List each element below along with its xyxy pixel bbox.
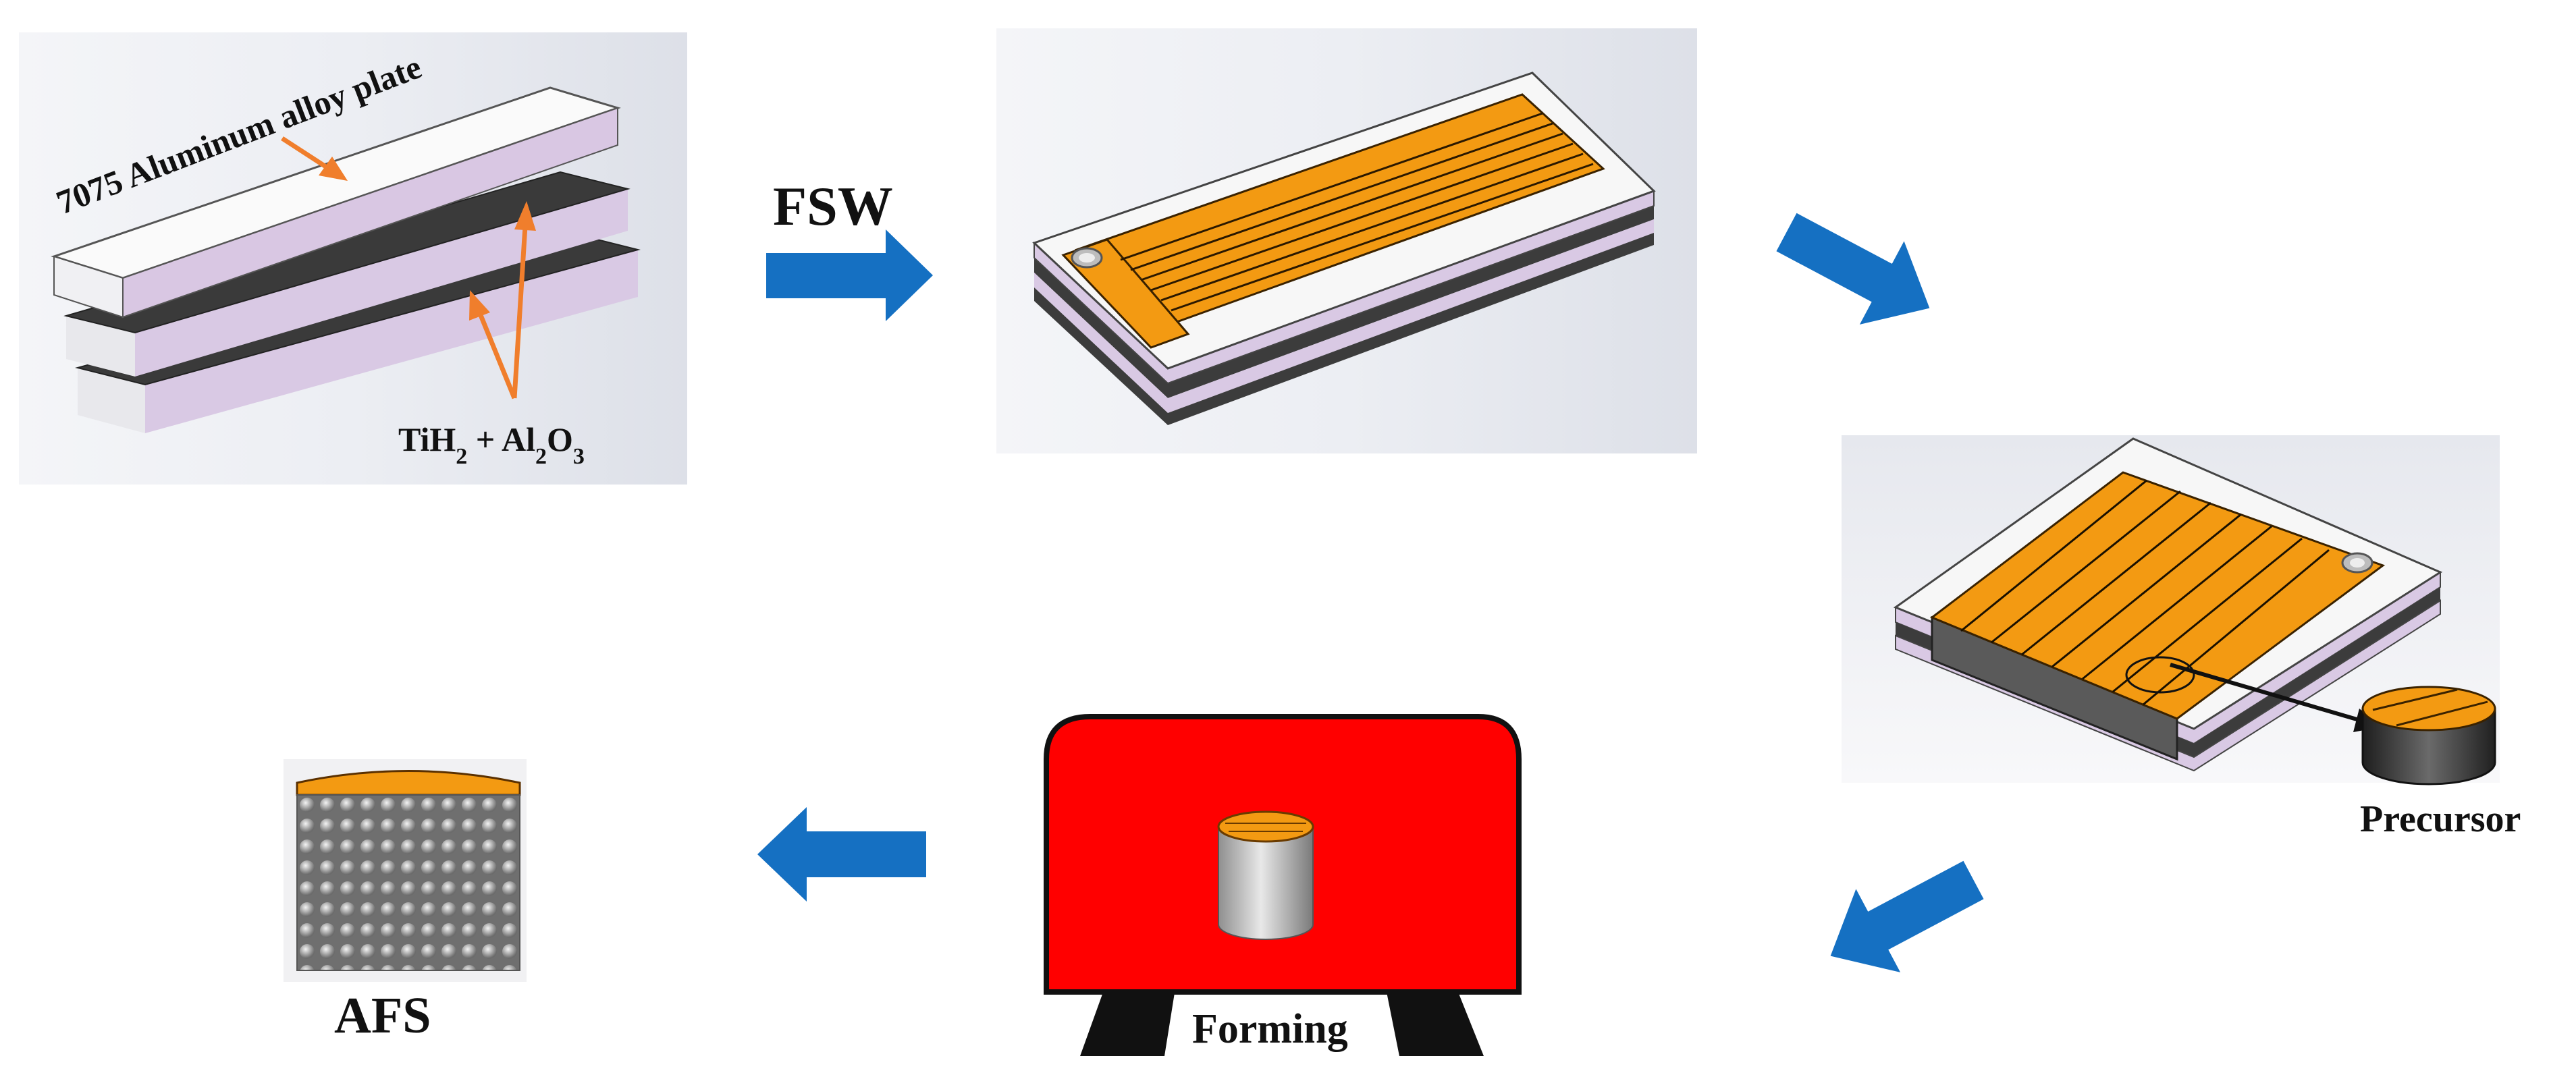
- flow-arrow-down-right: [1776, 213, 1930, 325]
- forming-label: Forming: [1192, 1006, 1348, 1052]
- sample-cylinder: [1217, 810, 1314, 940]
- afs-label: AFS: [334, 987, 431, 1044]
- plate-annotation-arrow: [281, 136, 348, 181]
- flow-arrow-down-left: [1830, 860, 1984, 972]
- sample-selection: [2125, 656, 2195, 694]
- fsw-label: FSW: [773, 175, 893, 237]
- precursor-panel: Precursor: [1842, 435, 2521, 840]
- powder-plate-middle: [63, 171, 630, 377]
- powder-label: TiH2 + Al2O3: [398, 420, 585, 469]
- weld-lines: [1120, 112, 1594, 312]
- powder-annotation-arrows: [469, 201, 536, 399]
- plates-panel: 7075 Aluminum alloy plate TiH2 + Al2O3: [19, 32, 687, 485]
- precursor-label: Precursor: [2360, 798, 2521, 840]
- precursor-cylinder: [2361, 686, 2496, 785]
- fsw-arrow: [766, 229, 933, 321]
- aluminum-plate-top: [51, 86, 621, 319]
- extraction-arrow: [2170, 663, 2367, 724]
- flow-arrow-left: [757, 807, 926, 902]
- afs-sample: AFS: [284, 759, 527, 1044]
- afs-top-layer: [296, 770, 521, 796]
- welded-plate-panel: [996, 28, 1697, 453]
- afs-foam-structure: [296, 794, 520, 971]
- weld-zone: [1930, 471, 2386, 720]
- weld-lines: [1960, 479, 2330, 706]
- forming-furnace: Forming: [1044, 714, 1522, 1056]
